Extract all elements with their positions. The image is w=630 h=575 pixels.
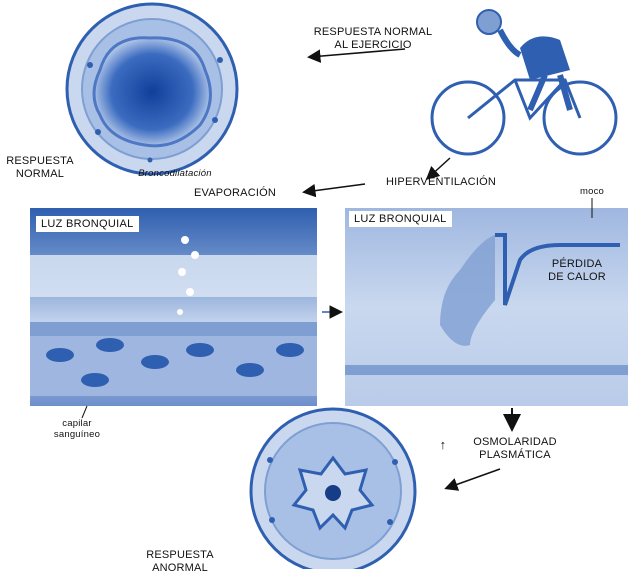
label-line: DE CALOR	[537, 271, 617, 284]
arrow-to-evaporation	[305, 184, 365, 192]
label-line: capilar	[47, 418, 107, 429]
label-line: RESPUESTA	[125, 549, 235, 562]
label-normal-response-exercise: RESPUESTA NORMAL AL EJERCICIO	[298, 26, 448, 52]
label-heat-loss: PÉRDIDA DE CALOR	[537, 258, 617, 284]
label-line: NORMAL	[5, 168, 75, 181]
left-panel-tissue	[30, 208, 317, 406]
label-capillary: capilar sanguíneo	[47, 418, 107, 440]
label-abnormal-response: RESPUESTA ANORMAL	[125, 549, 235, 575]
label-evaporation: EVAPORACIÓN	[170, 187, 300, 200]
bronchus-normal-section	[67, 4, 237, 174]
capillary-leader-line	[82, 406, 87, 418]
label-osmolarity-arrow: ↑	[436, 438, 450, 451]
label-line: AL EJERCICIO	[298, 39, 448, 52]
cyclist-illustration	[432, 10, 616, 154]
label-line: RESPUESTA NORMAL	[298, 26, 448, 39]
label-line: PÉRDIDA	[537, 258, 617, 271]
right-panel-lumen-label: LUZ BRONQUIAL	[349, 211, 452, 227]
label-normal-response: RESPUESTA NORMAL	[5, 155, 75, 181]
left-panel-lumen-label: LUZ BRONQUIAL	[36, 216, 139, 232]
label-hyperventilation: HIPERVENTILACIÓN	[366, 176, 516, 189]
label-bronchodilation: Broncodilatación	[125, 168, 225, 179]
label-plasma-osmolarity: OSMOLARIDAD PLASMÁTICA	[450, 436, 580, 462]
label-line: sanguíneo	[47, 429, 107, 440]
right-panel-tissue	[345, 208, 628, 406]
arrow-to-hyperventilation	[428, 158, 450, 178]
label-line: RESPUESTA	[5, 155, 75, 168]
arrow-to-abnormal-section	[447, 469, 500, 488]
bronchus-abnormal-section	[251, 409, 415, 569]
label-mucus: moco	[572, 186, 612, 197]
label-line: PLASMÁTICA	[450, 449, 580, 462]
label-line: OSMOLARIDAD	[450, 436, 580, 449]
